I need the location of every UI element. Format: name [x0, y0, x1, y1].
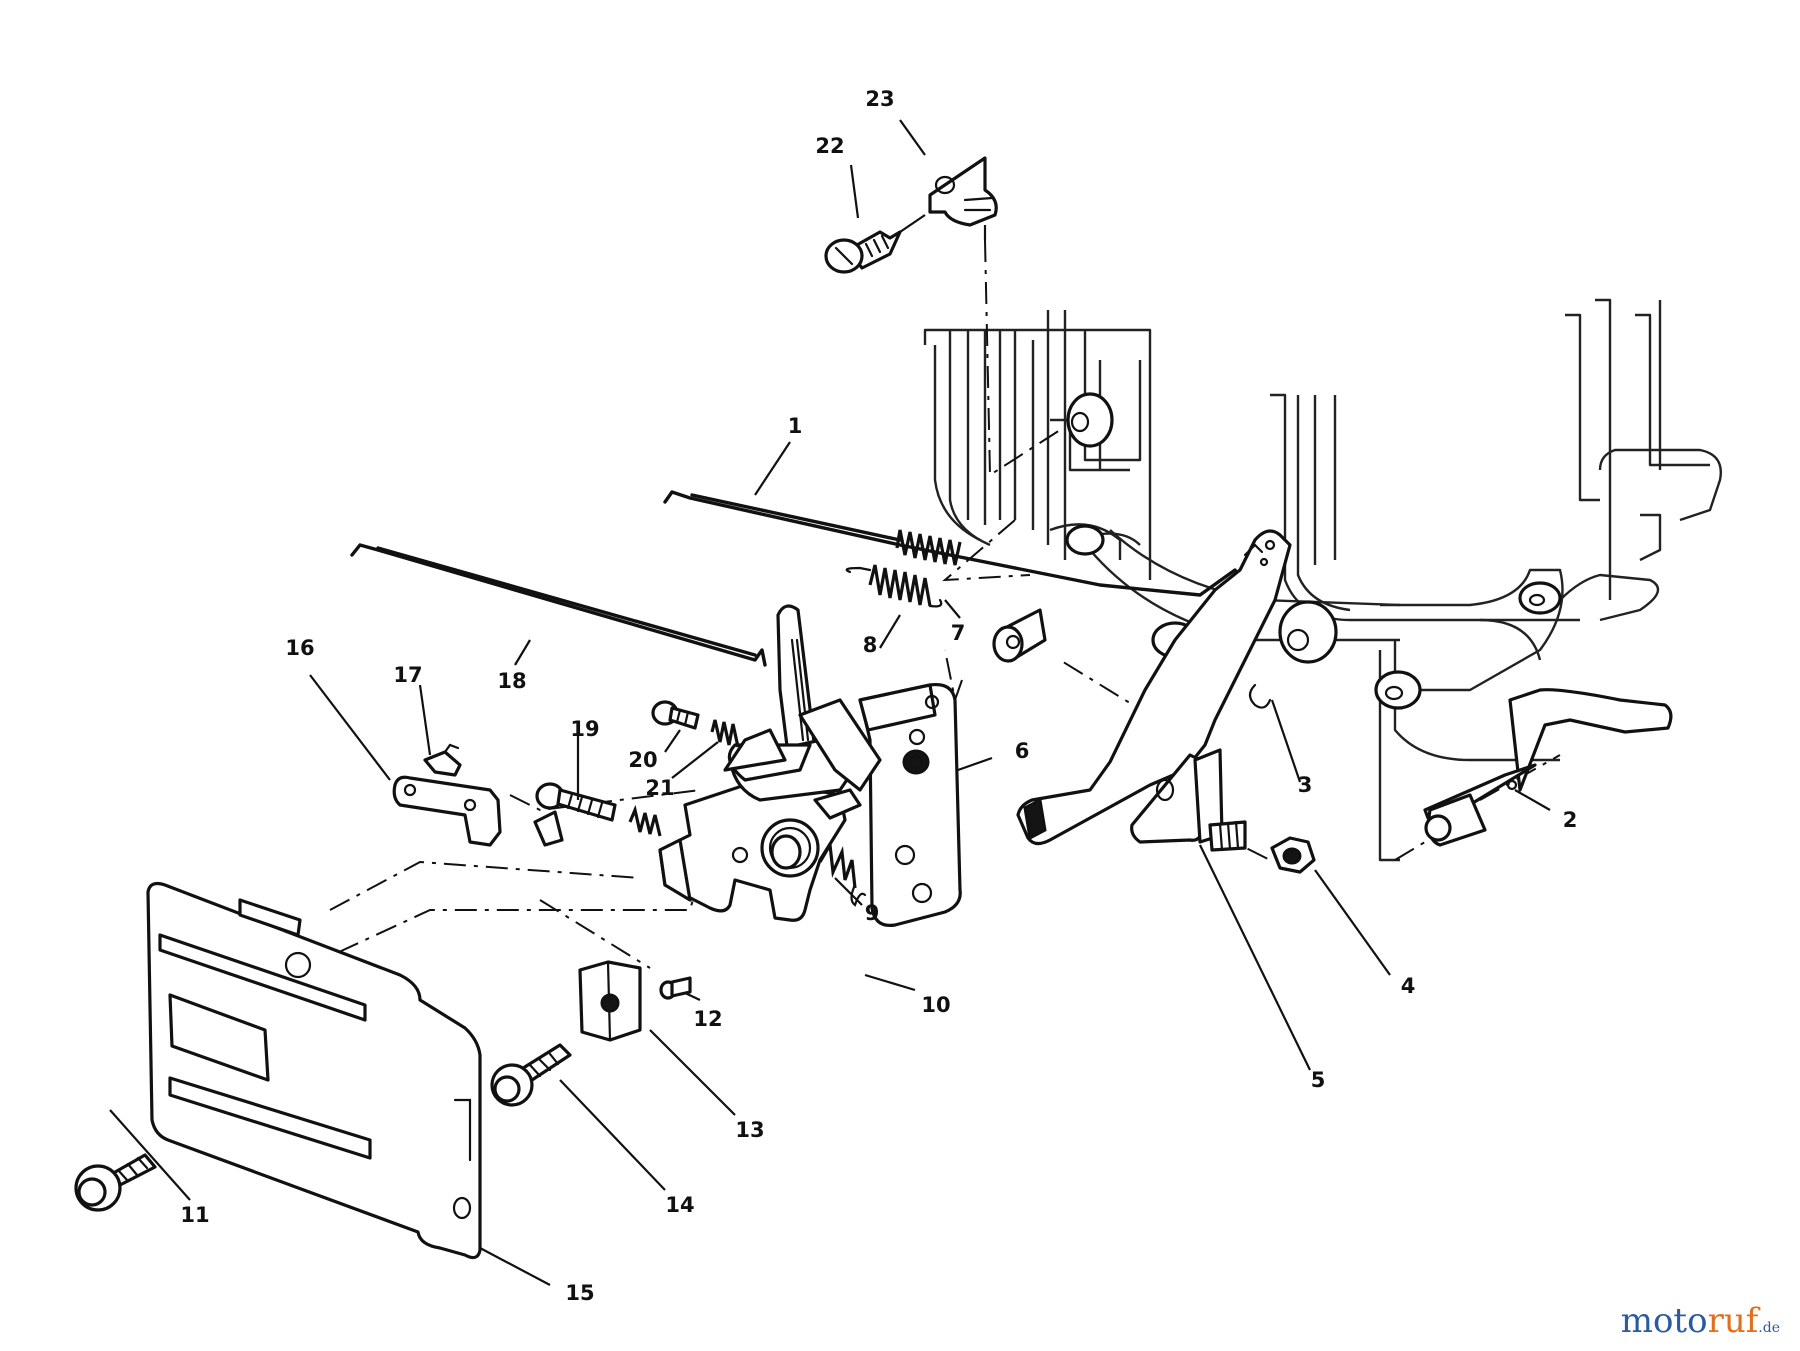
watermark-logo: motoruf.de [1621, 1301, 1780, 1341]
callout-1: 1 [788, 414, 803, 438]
callout-19: 19 [570, 717, 599, 741]
callout-4: 4 [1401, 974, 1416, 998]
block-part-13 [578, 960, 642, 1042]
screw-part-12 [659, 976, 692, 1000]
screw-part-22 [824, 214, 926, 274]
callout-labels: 1 2 3 4 5 6 7 8 9 10 11 12 13 14 15 16 1… [180, 87, 1577, 1305]
screw-part-20 [651, 700, 700, 730]
watermark-part1: moto [1620, 1301, 1708, 1341]
callout-21: 21 [645, 776, 674, 800]
callout-6: 6 [1015, 739, 1030, 763]
throttle-lever-part-5 [1016, 529, 1292, 846]
retainer-part-3 [1248, 683, 1272, 709]
control-rod-part-2 [1423, 688, 1673, 847]
throttle-wire-part-1 [663, 490, 1242, 597]
spring-part-7 [895, 529, 962, 566]
throttle-control-assembly [658, 604, 882, 922]
callout-11: 11 [180, 1203, 209, 1227]
callout-leaders [109, 119, 1551, 1286]
callout-14: 14 [665, 1193, 694, 1217]
watermark-part2: ruf [1707, 1301, 1759, 1341]
callout-7: 7 [951, 621, 966, 645]
engine-block-outline [923, 298, 1722, 862]
control-panel-cover-part-15 [146, 881, 482, 1260]
control-bracket-part-6 [858, 682, 962, 927]
nut-part-4 [1270, 836, 1316, 874]
screw-part-19 [535, 782, 662, 837]
stop-plate-part-16 [392, 775, 502, 847]
callout-15: 15 [565, 1281, 594, 1305]
choke-wire-part-18 [350, 543, 767, 667]
callout-3: 3 [1298, 773, 1313, 797]
callout-2: 2 [1563, 808, 1578, 832]
callout-5: 5 [1311, 1068, 1326, 1092]
bushing [992, 608, 1047, 663]
switch-part-17 [423, 743, 564, 847]
callout-22: 22 [815, 134, 844, 158]
watermark-part3: .de [1758, 1320, 1780, 1336]
spring-part-8 [845, 564, 943, 608]
callout-9: 9 [865, 901, 880, 925]
callout-20: 20 [628, 748, 657, 772]
callout-17: 17 [393, 663, 422, 687]
callout-10: 10 [921, 993, 950, 1017]
bolt-part-14 [490, 1043, 572, 1107]
spring-part-21 [710, 719, 740, 748]
callout-8: 8 [863, 633, 878, 657]
callout-13: 13 [735, 1118, 764, 1142]
callout-12: 12 [693, 1007, 722, 1031]
callout-18: 18 [497, 669, 526, 693]
callout-23: 23 [865, 87, 894, 111]
callout-16: 16 [285, 636, 314, 660]
wire-clip-part-23 [928, 156, 998, 240]
stud [1208, 820, 1247, 852]
bolt-part-11 [74, 1153, 157, 1212]
